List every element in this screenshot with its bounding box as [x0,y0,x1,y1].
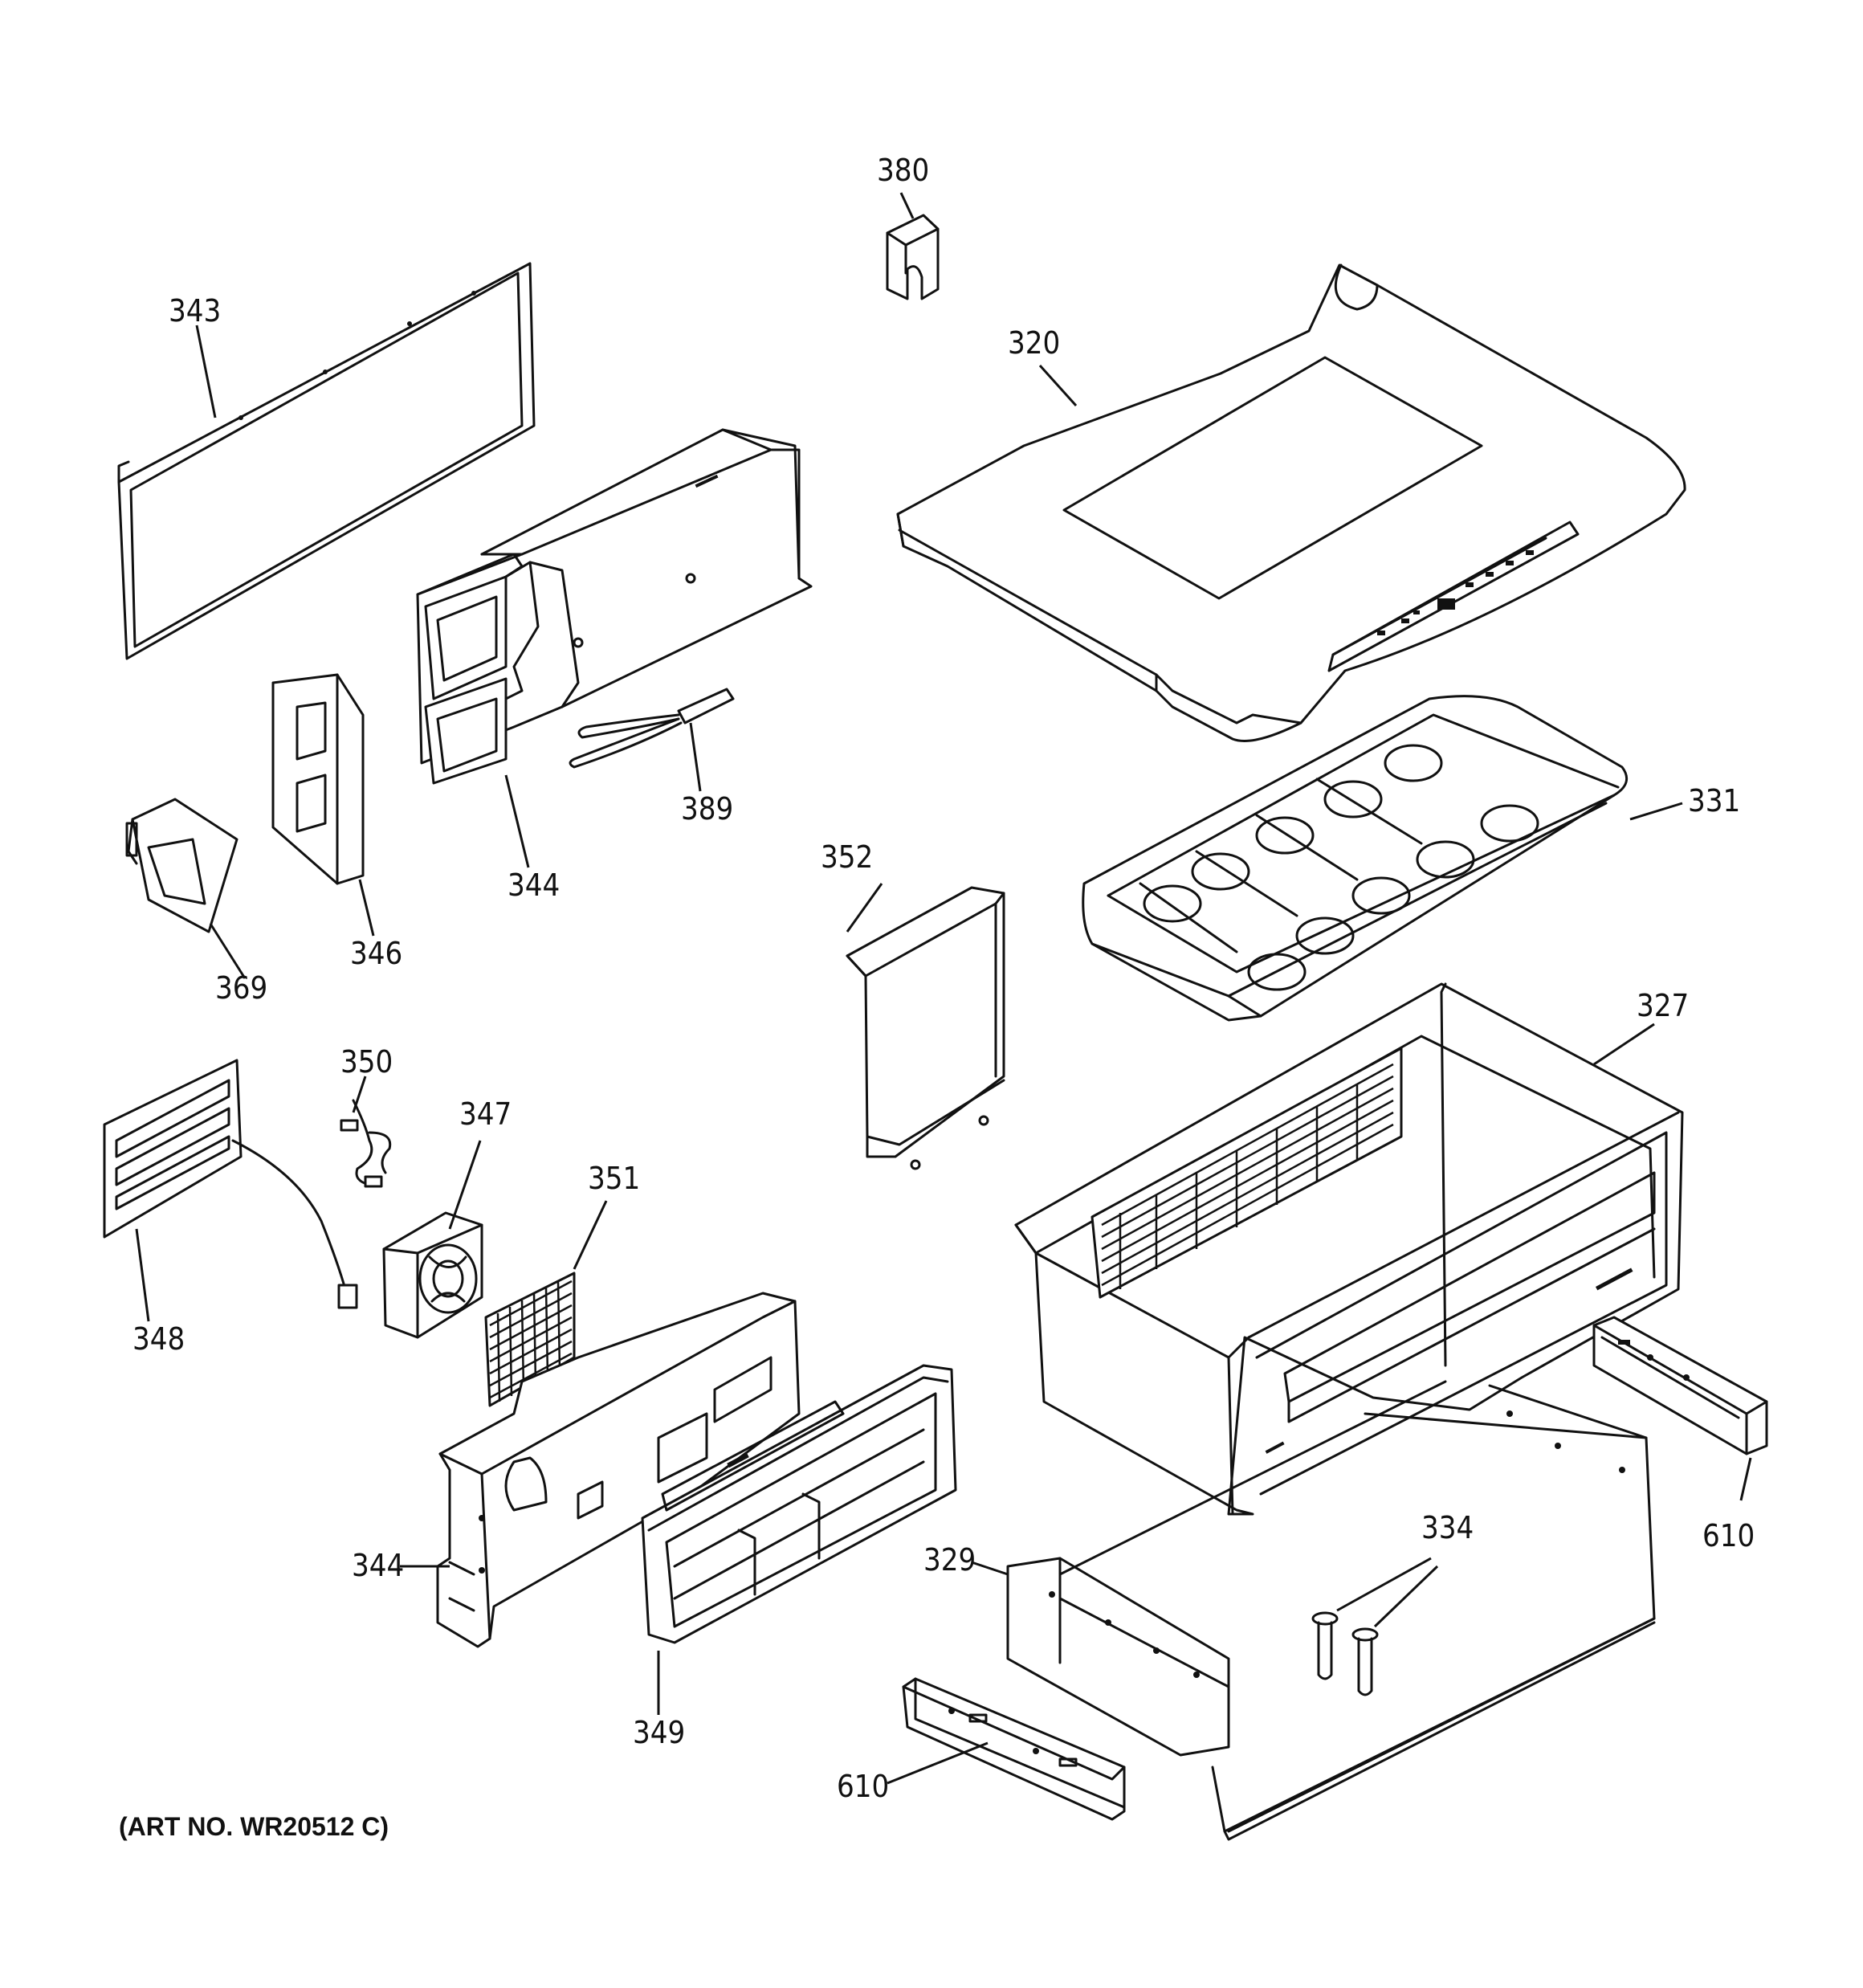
part-label-346: 346 [350,936,402,971]
thermistor-icon [569,688,735,769]
drawer-pan-icon [1014,982,1684,1516]
fan-housing-icon [436,1292,801,1648]
part-label-334: 334 [1421,1510,1474,1545]
air-duct-housing-icon [416,428,813,785]
part-label-610: 610 [837,1769,889,1804]
part-label-347: 347 [459,1096,512,1132]
drawer-slide-icon [902,1677,1126,1821]
leader-334b [1373,1565,1439,1628]
mounting-frame-icon [1006,1380,1656,1841]
part-label-344: 344 [352,1548,404,1583]
leader-369 [209,923,247,979]
damper-cover-icon [125,798,238,933]
screw-pin-icon [1311,1611,1379,1696]
part-label-369: 369 [215,970,267,1006]
part-label-320: 320 [1008,325,1060,361]
drawer-slide-icon [1592,1316,1768,1455]
leader-343 [195,325,217,418]
part-label-352: 352 [821,839,873,875]
part-label-380: 380 [877,153,929,188]
part-label-327: 327 [1637,988,1689,1023]
leader-329 [971,1561,1009,1576]
leader-610b [887,1741,989,1785]
leader-350 [352,1076,367,1113]
grille-panel [1090,1047,1403,1299]
art-number: (ART NO. WR20512 C) [119,1812,389,1841]
leader-320 [1038,364,1078,407]
egg-tray-icon [1082,695,1629,1022]
leader-348 [135,1228,150,1322]
part-label-389: 389 [681,791,733,827]
back-panel-icon [117,262,536,660]
part-label-350: 350 [340,1044,393,1080]
part-label-349: 349 [633,1715,685,1750]
grille-frame-icon [641,1364,957,1644]
leader-334a [1336,1557,1432,1612]
leader-lines [135,192,1752,1785]
leader-344a [504,774,530,868]
leader-346 [358,879,375,937]
bracket-icon [846,886,1005,1170]
heater-plate-icon [103,1059,358,1309]
part-label-329: 329 [923,1542,976,1578]
leader-610a [1739,1457,1752,1501]
fan-motor-icon [382,1211,483,1339]
leader-351 [573,1200,608,1270]
top-cover-with-control-panel-icon [896,263,1686,742]
leader-352 [846,883,883,933]
leader-331 [1629,802,1683,821]
part-label-610: 610 [1702,1518,1755,1553]
duct-gasket-icon [271,673,365,885]
wire-harness-icon [340,1099,392,1188]
part-label-331: 331 [1688,783,1740,818]
leader-380 [899,192,915,219]
fan-guard-screen-icon [484,1272,576,1407]
leader-327 [1593,1023,1655,1066]
part-label-344: 344 [508,867,560,903]
part-label-348: 348 [132,1321,185,1357]
end-cap-icon [886,214,940,300]
part-label-343: 343 [169,293,221,329]
leader-347 [448,1140,482,1230]
part-label-351: 351 [588,1161,640,1196]
leader-389 [689,722,702,792]
